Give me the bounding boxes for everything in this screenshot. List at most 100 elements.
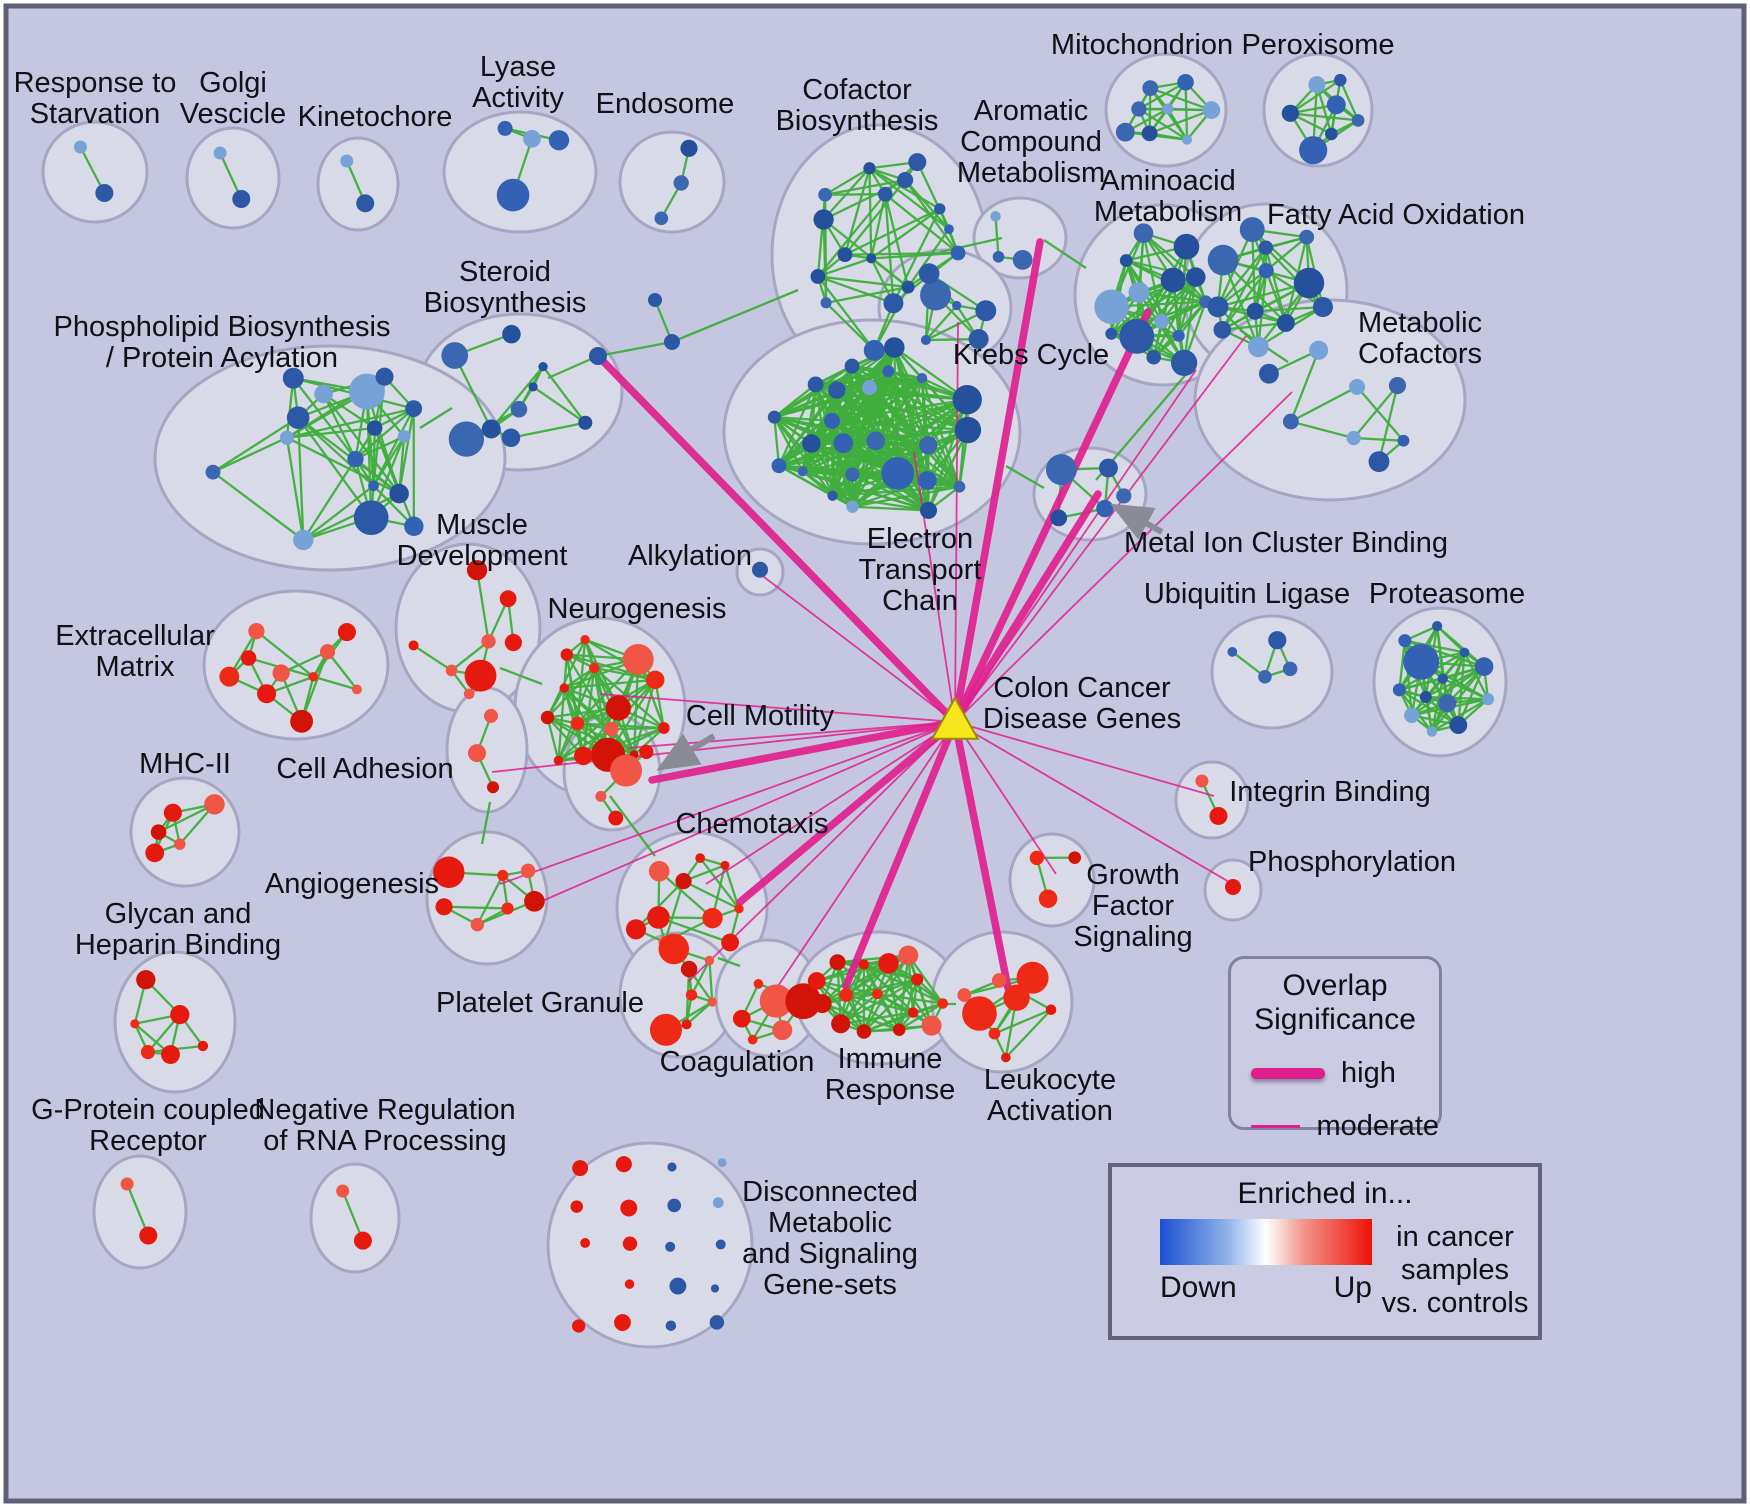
- gene-set-node: [408, 640, 419, 651]
- gene-set-node: [753, 979, 764, 989]
- overlap-edge: [1457, 652, 1466, 726]
- gene-set-node: [150, 824, 167, 840]
- gene-set-node: [204, 794, 225, 815]
- label-peroxisome: Peroxisome: [1241, 29, 1394, 61]
- gene-set-node: [257, 684, 277, 704]
- gene-set-node: [665, 1320, 677, 1331]
- gene-set-node: [1119, 254, 1133, 267]
- overlap-edge: [1425, 695, 1489, 701]
- gene-set-node: [1115, 122, 1135, 142]
- overlap-edge: [852, 505, 929, 512]
- overlap-edge: [453, 354, 493, 430]
- overlap-edge: [475, 569, 490, 642]
- gene-set-node: [1177, 73, 1194, 91]
- gene-set-node: [1001, 1052, 1011, 1063]
- gene-set-node: [570, 716, 585, 731]
- overlap-edge: [817, 257, 872, 278]
- overlap-edge: [658, 916, 731, 944]
- label-chemotaxis: Chemotaxis: [675, 808, 828, 840]
- label-coagulation: Coagulation: [660, 1046, 815, 1078]
- gene-set-node: [734, 904, 744, 914]
- gene-set-node: [680, 960, 698, 978]
- gene-set-node: [1146, 349, 1161, 365]
- label-cell-adhesion: Cell Adhesion: [276, 753, 453, 785]
- overlap-edge: [893, 346, 968, 401]
- overlap-edge: [1149, 109, 1212, 135]
- gene-set-node: [752, 561, 768, 578]
- gene-set-node: [1368, 451, 1390, 473]
- overlap-edge: [1289, 349, 1320, 422]
- gene-set-node: [1246, 302, 1264, 320]
- overlap-edge: [609, 795, 656, 857]
- gene-set-node: [844, 358, 860, 374]
- overlap-edge: [1221, 269, 1268, 331]
- overlap-edge: [1231, 650, 1266, 678]
- gene-set-node: [120, 1177, 134, 1191]
- overlap-edge: [547, 354, 599, 380]
- overlap-edge: [873, 286, 910, 351]
- overlap-edge: [1110, 279, 1174, 335]
- gene-set-node: [1094, 289, 1129, 325]
- gene-set-node: [625, 919, 647, 940]
- overlap-edge: [212, 416, 299, 474]
- gene-set-node: [589, 347, 607, 365]
- gene-set-node: [717, 1158, 727, 1168]
- gene-set-node: [497, 869, 509, 881]
- gene-set-node: [1432, 621, 1443, 632]
- overlap-legend-row-high: high: [1231, 1057, 1439, 1090]
- gene-set-node: [1038, 889, 1058, 908]
- gene-set-node: [907, 1007, 919, 1018]
- gene-set-node: [589, 662, 600, 674]
- overlap-edge: [821, 1002, 900, 1031]
- gene-set-node: [161, 1045, 180, 1064]
- gene-set-node: [856, 1024, 872, 1039]
- high-significance-line-swatch: [1251, 1068, 1325, 1079]
- gene-set-node: [883, 293, 904, 314]
- overlap-edge: [685, 1001, 714, 1026]
- overlap-edge: [801, 346, 896, 473]
- gene-set-node: [578, 415, 593, 430]
- gene-set-node: [884, 337, 905, 358]
- overlap-edge: [927, 399, 969, 511]
- gene-set-node: [510, 400, 528, 418]
- gene-set-node: [831, 1014, 851, 1034]
- overlap-edge: [926, 399, 969, 481]
- gene-set-node: [664, 334, 680, 350]
- overlap-edge: [158, 803, 215, 834]
- gene-set-node: [908, 153, 927, 172]
- overlap-edge: [907, 228, 950, 288]
- gene-set-node: [833, 433, 854, 454]
- gene-set-node: [1449, 716, 1468, 735]
- overlap-edge: [510, 421, 586, 439]
- gene-set-node: [911, 973, 924, 986]
- gene-set-node: [319, 644, 336, 660]
- overlap-edge: [1138, 81, 1187, 111]
- gene-set-node: [767, 410, 781, 424]
- gene-set-node: [992, 250, 1005, 263]
- gene-set-node: [1333, 73, 1347, 87]
- overlap-edge: [1043, 239, 1087, 269]
- gene-set-node: [559, 683, 569, 693]
- label-ubiquitin-ligase: Ubiquitin Ligase: [1144, 578, 1350, 610]
- gene-set-node: [892, 1023, 906, 1036]
- overlap-edge: [778, 464, 854, 508]
- gene-set-node: [732, 1009, 751, 1028]
- gene-set-node: [1419, 691, 1432, 703]
- nodes-layer: [73, 73, 1495, 1333]
- gene-set-node: [918, 471, 937, 490]
- gene-set-node: [1349, 378, 1366, 395]
- gene-set-node: [348, 373, 385, 410]
- enrichment-note-line3: vs. controls: [1381, 1287, 1529, 1319]
- gene-set-node: [934, 203, 946, 215]
- gene-set-node: [580, 634, 590, 645]
- gene-set-node: [352, 684, 362, 695]
- overlap-edge: [773, 416, 834, 497]
- gene-set-node: [389, 483, 409, 504]
- gene-set-node: [130, 1019, 140, 1029]
- gene-set-node: [957, 988, 972, 1002]
- gene-set-node: [286, 406, 310, 429]
